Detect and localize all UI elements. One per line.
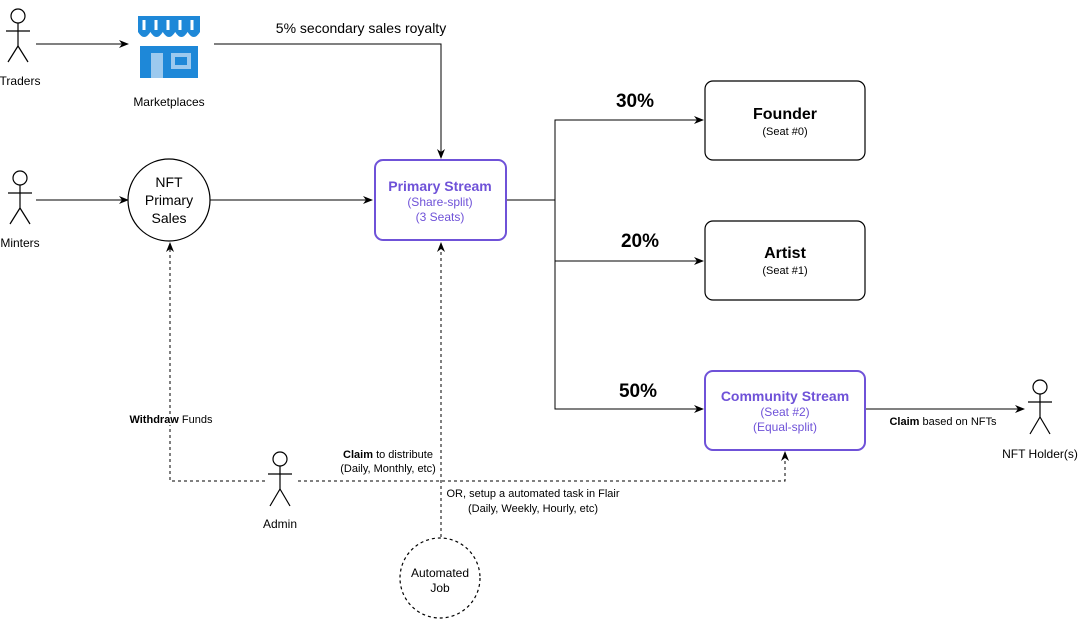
- minters-label: Minters: [0, 236, 39, 250]
- traders-actor: [6, 8, 30, 63]
- founder-seat: (Seat #0): [762, 126, 807, 138]
- minters-actor: [8, 170, 32, 225]
- founder-node: [704, 80, 866, 161]
- edge-marketplaces-primary-stream: [214, 43, 445, 159]
- artist-node: [704, 220, 866, 301]
- edge-admin-withdraw: [166, 242, 265, 482]
- artist-seat: (Seat #1): [762, 265, 807, 277]
- community-stream-seat: (Seat #2): [760, 405, 809, 419]
- primary-stream-split: (Share-split): [407, 195, 472, 209]
- primary-stream-seats: (3 Seats): [416, 210, 465, 224]
- holders-label: NFT Holder(s): [1002, 447, 1078, 461]
- artist-title: Artist: [764, 245, 806, 262]
- storefront-icon: [138, 16, 200, 78]
- automated-task-label: OR, setup a automated task in Flair: [446, 488, 619, 500]
- primary-sales-node: [127, 158, 211, 242]
- community-stream-split: (Equal-split): [753, 420, 817, 434]
- primary-stream-title: Primary Stream: [388, 178, 492, 194]
- claim-distribute-label: Claim to distribute: [343, 449, 433, 461]
- percent-artist: 20%: [621, 231, 659, 252]
- holders-actor: [1028, 379, 1052, 435]
- claim-distribute-period: (Daily, Monthly, etc): [340, 463, 436, 475]
- founder-title: Founder: [753, 106, 817, 123]
- admin-label: Admin: [263, 517, 297, 531]
- claim-nfts-label: Claim based on NFTs: [889, 416, 997, 428]
- primary-sales-line3: Sales: [151, 210, 186, 226]
- automated-job-line2: Job: [430, 581, 450, 595]
- community-stream-title: Community Stream: [721, 388, 849, 404]
- automated-task-period: (Daily, Weekly, Hourly, etc): [468, 503, 598, 515]
- primary-sales-line1: NFT: [155, 174, 183, 190]
- community-stream-node: [704, 370, 866, 451]
- primary-sales-line2: Primary: [145, 192, 193, 208]
- edge-primary-stream-split: [507, 116, 704, 201]
- admin-actor: [268, 451, 292, 507]
- marketplaces-label: Marketplaces: [133, 95, 204, 109]
- traders-label: Traders: [0, 74, 40, 88]
- withdraw-label: Withdraw Funds: [129, 414, 213, 426]
- percent-founder: 30%: [616, 91, 654, 112]
- edge-to-community: [554, 261, 704, 413]
- edge-admin-claim: [298, 451, 789, 482]
- primary-stream-node: [374, 159, 507, 241]
- royalty-label: 5% secondary sales royalty: [276, 20, 446, 36]
- automated-job-line1: Automated: [411, 566, 469, 580]
- automated-job-node: [399, 537, 481, 619]
- percent-community: 50%: [619, 381, 657, 402]
